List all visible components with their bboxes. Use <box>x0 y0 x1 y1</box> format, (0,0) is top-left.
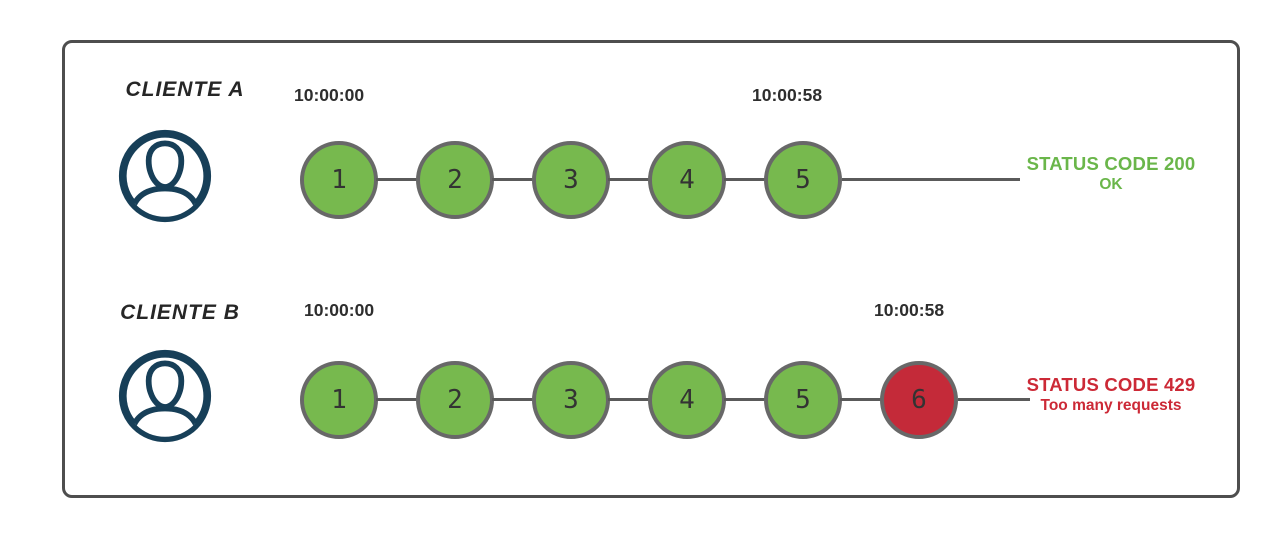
request-number: 5 <box>795 385 811 415</box>
request-circle: 4 <box>648 361 726 439</box>
connector-line <box>376 178 418 181</box>
row-b-start-timestamp: 10:00:00 <box>304 300 375 320</box>
connector-line <box>492 398 534 401</box>
connector-line <box>724 178 766 181</box>
request-number: 3 <box>563 385 579 415</box>
diagram-border-box <box>62 40 1240 498</box>
row-a-start-timestamp: 10:00:00 <box>294 85 365 105</box>
status-code-text: STATUS CODE 200 <box>1026 153 1196 174</box>
request-number: 1 <box>331 165 347 195</box>
request-circle: 1 <box>300 361 378 439</box>
request-number: 4 <box>679 165 695 195</box>
row-a-end-timestamp: 10:00:58 <box>752 85 823 105</box>
timeline-tail-line <box>958 398 1030 401</box>
row-a-request-timeline: 1 2 3 4 5 <box>300 141 1040 219</box>
request-circle: 3 <box>532 361 610 439</box>
connector-line <box>840 398 882 401</box>
request-number: 6 <box>911 385 927 415</box>
request-number: 2 <box>447 385 463 415</box>
request-number: 2 <box>447 165 463 195</box>
user-avatar-icon <box>117 128 213 224</box>
client-b-label: CLIENTE B <box>120 301 240 324</box>
connector-line <box>724 398 766 401</box>
request-circle: 2 <box>416 141 494 219</box>
client-a-label: CLIENTE A <box>125 78 245 101</box>
request-circle: 2 <box>416 361 494 439</box>
status-code-text: STATUS CODE 429 <box>1026 374 1196 395</box>
request-number: 3 <box>563 165 579 195</box>
row-a-status: STATUS CODE 200 OK <box>1026 153 1196 194</box>
request-circle: 1 <box>300 141 378 219</box>
timeline-tail-line <box>842 178 1020 181</box>
request-circle: 5 <box>764 141 842 219</box>
row-b-end-timestamp: 10:00:58 <box>874 300 945 320</box>
request-number: 1 <box>331 385 347 415</box>
status-message-text: Too many requests <box>1040 397 1182 415</box>
request-number: 5 <box>795 165 811 195</box>
connector-line <box>492 178 534 181</box>
request-circle: 5 <box>764 361 842 439</box>
request-number: 4 <box>679 385 695 415</box>
row-b-status: STATUS CODE 429 Too many requests <box>1026 374 1196 415</box>
request-circle: 6 <box>880 361 958 439</box>
connector-line <box>376 398 418 401</box>
status-message-text: OK <box>1099 176 1123 194</box>
row-b-request-timeline: 1 2 3 4 5 6 <box>300 361 1040 439</box>
user-avatar-icon <box>117 348 213 444</box>
request-circle: 3 <box>532 141 610 219</box>
request-circle: 4 <box>648 141 726 219</box>
connector-line <box>608 178 650 181</box>
connector-line <box>608 398 650 401</box>
